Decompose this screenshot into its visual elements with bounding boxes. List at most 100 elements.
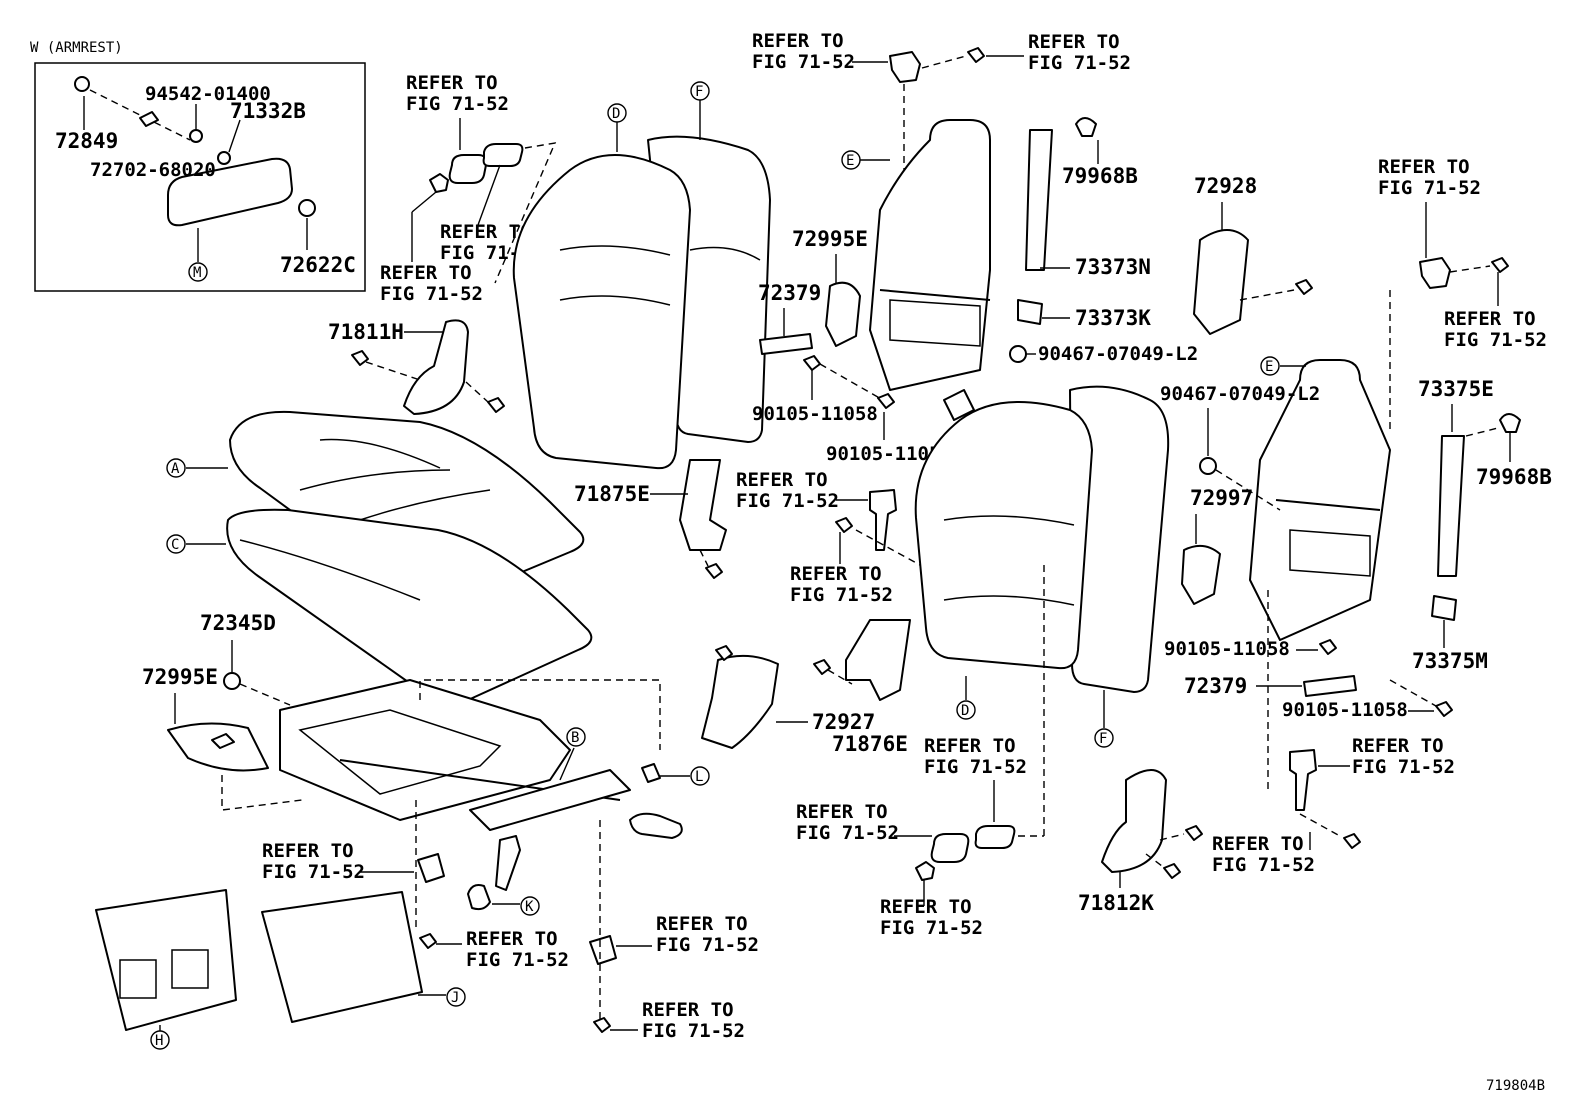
callout-b: B <box>571 730 579 746</box>
cap-72622c <box>298 199 316 217</box>
callout-c: C <box>171 537 179 553</box>
callout-d-top-circle <box>607 103 627 123</box>
clip-73373k <box>1017 299 1043 325</box>
clip-k <box>467 884 491 911</box>
cushion-seam-3 <box>359 489 491 521</box>
bolt-refer-o <box>1343 833 1361 849</box>
refer-g-line2: FIG 71-52 <box>466 949 569 971</box>
cushion-seam-1 <box>319 438 441 469</box>
callout-m: M <box>193 265 201 281</box>
clip-79968b-b <box>1499 413 1521 433</box>
pn-90105-a: 90105-11058 <box>752 403 878 425</box>
seatback-cover-f-right <box>1069 385 1170 693</box>
pn-71332b: 71332B <box>230 99 306 123</box>
callout-c-circle <box>166 534 186 554</box>
bolt-90105-b <box>877 393 895 409</box>
callout-f-top: F <box>695 84 703 100</box>
headrest-guide-lock-right <box>930 833 970 863</box>
screw-71812k-b <box>1163 863 1181 879</box>
dash-90105-a <box>819 363 891 405</box>
frame-e1-panel <box>889 299 981 347</box>
callout-k-circle <box>520 896 540 916</box>
headrest-guide-free-right <box>974 825 1016 849</box>
refer-m-line1: REFER TO <box>1444 308 1536 330</box>
frame-e1-foot <box>943 389 975 421</box>
refer-l-line1: REFER TO <box>1378 156 1470 178</box>
callout-f-bottom-circle <box>1094 728 1114 748</box>
seat-frame <box>279 679 571 821</box>
dash-71876e <box>827 669 853 685</box>
trim-73375e <box>1437 435 1465 577</box>
refer-r-line2: FIG 71-52 <box>880 917 983 939</box>
pad-seam-1 <box>239 539 421 601</box>
trim-h-hole-1 <box>119 959 157 999</box>
dash-71811h-b <box>465 381 489 403</box>
hinge-bracket-71875e: 71875E <box>574 459 727 579</box>
bolt-90105-a <box>803 355 821 371</box>
seatback-seam-2 <box>559 295 671 306</box>
seatback-cover-d <box>512 154 691 470</box>
frame-bracket-leg <box>495 835 521 891</box>
clip-l <box>641 763 661 783</box>
bolt-72702 <box>139 111 159 127</box>
pn-90105-d: 90105-11058 <box>1282 699 1408 721</box>
pn-71876e: 71876E <box>832 732 908 756</box>
refer-d-line2: FIG 71-52 <box>736 490 839 512</box>
screw-72927 <box>715 645 733 661</box>
refer-h-line1: REFER TO <box>656 913 748 935</box>
refer-k-line2: FIG 71-52 <box>1028 52 1131 74</box>
refer-c-line2: FIG 71-52 <box>380 283 483 305</box>
lead-b <box>559 747 575 781</box>
seatback-frame-e1 <box>869 119 991 391</box>
seatback-frame-e2 <box>1249 359 1391 641</box>
headrest-guide-clip-right <box>915 861 935 881</box>
dash-refer-m <box>1449 265 1491 273</box>
callout-k: K <box>525 899 534 915</box>
pn-90105-c: 90105-11058 <box>1164 638 1290 660</box>
bolt-90105-d <box>1435 701 1453 717</box>
seatback-right: D F <box>914 385 1170 748</box>
lead-refer-b <box>477 164 501 226</box>
seatback-right-seam-2 <box>943 595 1075 606</box>
trim-panel-j <box>261 891 423 1023</box>
seat-frame-inner <box>298 709 502 795</box>
dash-72345d <box>239 683 291 706</box>
bracket-71876e <box>845 619 911 701</box>
lead-refer-c <box>411 191 437 213</box>
pn-72379-a: 72379 <box>758 281 821 305</box>
pn-72702-68020: 72702-68020 <box>90 159 216 181</box>
trim-h-hole-2 <box>171 949 209 989</box>
hinge-cover-71811h: 71811H <box>328 319 505 415</box>
lower-right-parts: REFER TO FIG 71-52 REFER TO FIG 71-52 71… <box>796 560 1455 939</box>
frame-e2-panel <box>1289 529 1371 577</box>
refer-o-line1: REFER TO <box>1212 833 1304 855</box>
armrest-box-title: W (ARMREST) <box>30 40 123 56</box>
pn-71812k: 71812K <box>1078 891 1154 915</box>
washer-94542 <box>189 129 203 143</box>
refer-f-line2: FIG 71-52 <box>262 861 365 883</box>
refer-d-line1: REFER TO <box>736 469 828 491</box>
refer-p-line1: REFER TO <box>924 735 1016 757</box>
trim-73373n <box>1025 129 1053 271</box>
dash-79968b-b <box>1465 427 1499 437</box>
callout-a: A <box>171 461 180 477</box>
pn-79968b-b: 79968B <box>1476 465 1552 489</box>
headrest-support-right <box>1419 257 1451 289</box>
refer-q-line1: REFER TO <box>796 801 888 823</box>
seatback-left: D F <box>512 81 771 470</box>
refer-i-line2: FIG 71-52 <box>642 1020 745 1042</box>
armrest-inset: W (ARMREST) 72849 94542-01400 71332B 727… <box>30 40 366 292</box>
refer-m-line2: FIG 71-52 <box>1444 329 1547 351</box>
bolt-90105-c <box>1319 639 1337 655</box>
callout-m-circle <box>188 262 208 282</box>
callout-d-bottom: D <box>961 703 969 719</box>
pn-72379-b: 72379 <box>1184 674 1247 698</box>
refer-k-line1: REFER TO <box>1028 31 1120 53</box>
refer-b-line1: REFER TO <box>440 221 532 243</box>
refer-o-line2: FIG 71-52 <box>1212 854 1315 876</box>
callout-f-top-circle <box>690 81 710 101</box>
pn-72622c: 72622C <box>280 253 356 277</box>
armrest-body <box>167 157 293 227</box>
clip-79968b-a <box>1075 117 1097 137</box>
seatback-cover-d-right <box>914 401 1093 670</box>
